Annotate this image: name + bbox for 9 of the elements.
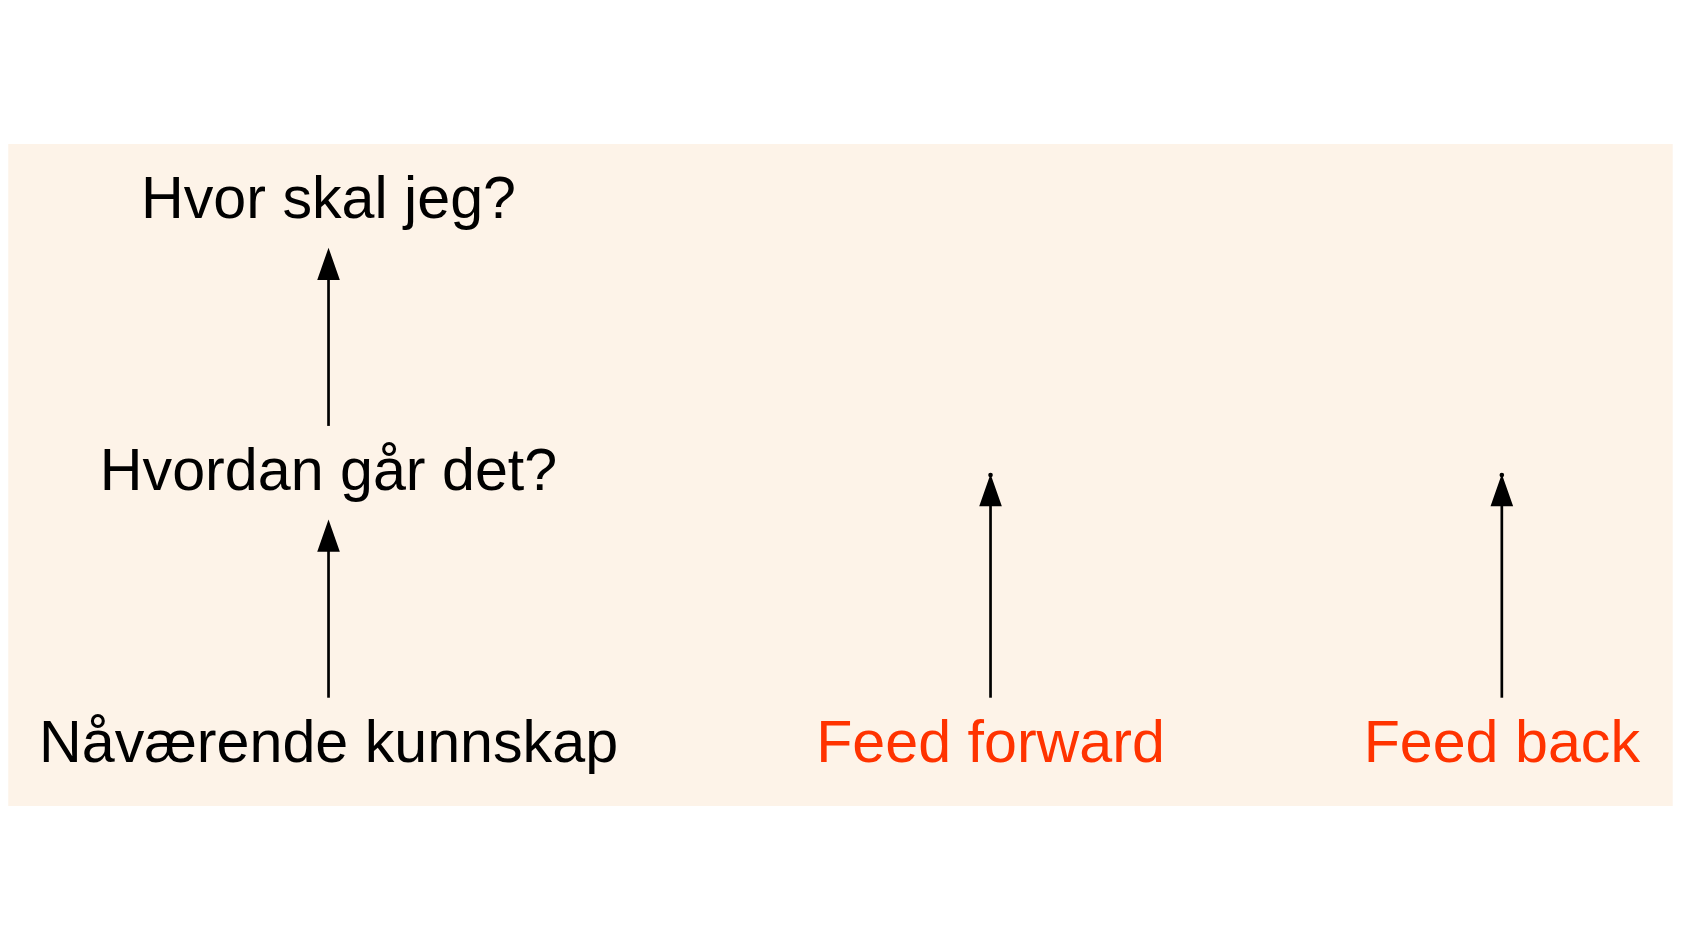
arrow xyxy=(1490,473,1514,698)
node-text: Hvor skal jeg? xyxy=(141,163,517,231)
node-text: Feed forward xyxy=(816,707,1165,775)
node-text: Nåværende kunnskap xyxy=(38,707,619,775)
arrow xyxy=(317,247,340,426)
arrow xyxy=(979,473,1002,698)
arrow xyxy=(317,519,340,698)
node-text: Feed back xyxy=(1363,707,1641,775)
node-text: Hvordan går det? xyxy=(99,435,558,503)
